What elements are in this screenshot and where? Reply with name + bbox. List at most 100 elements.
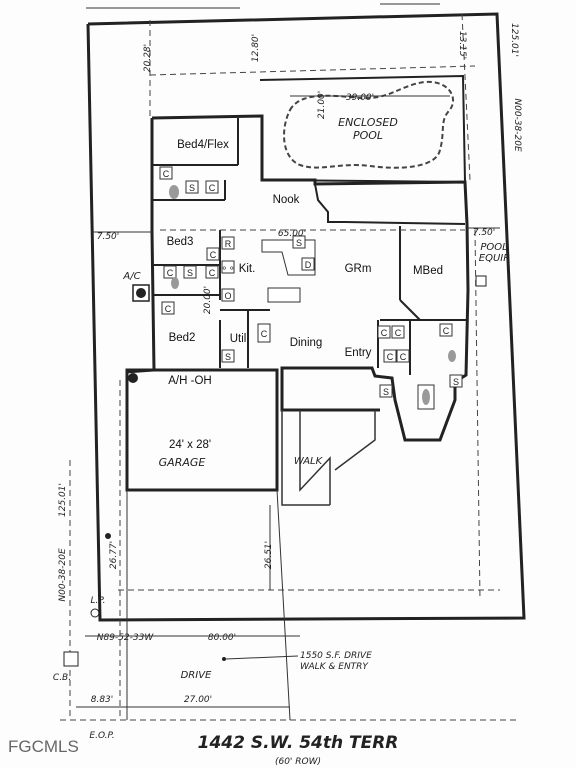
fixture-c-1-label: C <box>163 169 170 179</box>
dim-7-50-right: 7.50' <box>473 228 496 238</box>
dim-n89: N89-52-33W <box>97 633 155 643</box>
label-drive-note-2: WALK & ENTRY <box>300 662 369 672</box>
fixture-r-label: R <box>225 239 232 249</box>
dim-125-01-left: 125.01' <box>58 483 68 517</box>
garage-walls <box>125 368 279 492</box>
fixture-c-6-label: C <box>165 304 172 314</box>
note-pointer-dot <box>222 657 226 661</box>
pool-label-1: ENCLOSED <box>338 116 398 129</box>
ac-fan-icon <box>136 288 146 298</box>
room-util: Util <box>230 333 247 345</box>
lp-tank-icon <box>90 608 100 618</box>
wall-nook <box>314 183 466 225</box>
label-ah-oh: A/H -OH <box>168 375 211 387</box>
room-entry: Entry <box>345 347 372 359</box>
lot-boundary <box>86 12 526 622</box>
fixture-c-3 <box>206 247 220 261</box>
wall-mbed-door <box>399 299 421 321</box>
fixture-c-2 <box>205 180 219 194</box>
room-grm: GRm <box>345 263 372 275</box>
room-kit: Kit. <box>239 263 256 275</box>
fixture-s-m1-label: S <box>383 387 389 397</box>
fixture-c-1 <box>159 166 173 180</box>
fixture-c-m1 <box>377 325 391 339</box>
pool-shape <box>283 80 454 169</box>
room-dining: Dining <box>290 337 323 349</box>
fixture-d <box>301 257 315 271</box>
dim-20-28: 20.28' <box>143 44 153 72</box>
fixture-c-6 <box>161 301 175 315</box>
label-cb: C.B. <box>53 673 71 683</box>
dim-12-80: 12.80' <box>251 34 261 62</box>
dim-27-00: 27.00' <box>184 695 212 705</box>
fixture-c-3-label: C <box>210 250 217 260</box>
kitchen-island <box>267 287 301 303</box>
fixture-r <box>221 236 235 250</box>
drive-right <box>276 489 291 721</box>
pool-label-2: POOL <box>353 129 383 142</box>
fixture-c-4 <box>163 265 177 279</box>
dim-80-00: 80.00' <box>208 633 236 643</box>
fixture-group: C S C R C ⚬⚬ O C S C C C S S D C C <box>159 166 463 410</box>
dim-21-00: 21.00' <box>317 91 327 119</box>
dim-125-01-top: 125.01' <box>509 23 519 57</box>
fixture-c-util <box>257 323 271 343</box>
room-nook: Nook <box>273 194 300 206</box>
setback-top-right <box>461 13 471 181</box>
fixture-s-1-label: S <box>189 183 195 193</box>
tub-basin-icon <box>422 389 430 405</box>
room-bed3: Bed3 <box>167 236 194 248</box>
fixture-o <box>221 288 235 302</box>
cb-box-icon <box>63 651 79 667</box>
address-title: 1442 S.W. 54th TERR <box>198 733 399 753</box>
fixture-c-5 <box>205 265 219 279</box>
fixture-c-m5 <box>439 323 453 337</box>
fixture-c-m3 <box>383 349 397 363</box>
garage-size: 24' x 28' <box>169 439 211 451</box>
fixture-c-m4 <box>396 349 410 363</box>
label-drive: DRIVE <box>181 670 212 681</box>
fixture-s-m2 <box>449 374 463 388</box>
label-pool-equip-2: EQUIP <box>479 253 510 264</box>
fixture-s-2-label: S <box>187 268 193 278</box>
fixture-s-2 <box>183 265 197 279</box>
dim-n00-left: N00-38-20E <box>58 548 68 602</box>
fixture-d-label: D <box>305 260 312 270</box>
dim-8-83: 8.83' <box>91 695 114 705</box>
fixture-range-label: ⚬⚬ <box>220 263 235 273</box>
label-ac: A/C <box>122 271 140 282</box>
label-pool-equip-1: POOL <box>480 242 507 253</box>
fixture-c-util-label: C <box>261 329 268 339</box>
fixture-s-m2-label: S <box>453 377 459 387</box>
dim-26-51: 26.51' <box>264 541 274 569</box>
fixture-c-m3-label: C <box>387 352 394 362</box>
dim-20-00: 20.00' <box>203 286 213 314</box>
dim-7-50-left: 7.50' <box>97 232 120 242</box>
dim-26-77: 26.77' <box>109 541 119 569</box>
toilet-2-icon <box>171 277 179 289</box>
fixture-c-m5-label: C <box>443 326 450 336</box>
fixture-o-label: O <box>224 291 231 301</box>
label-lp: L.P. <box>91 596 106 606</box>
fixture-c-m2-label: C <box>395 328 402 338</box>
fixture-range <box>221 260 235 274</box>
fixture-c-2-label: C <box>209 183 216 193</box>
dim-n00-top: N00-38-20E <box>512 98 522 152</box>
fixture-s-kitchen <box>292 235 306 249</box>
survey-pin-icon <box>105 533 111 539</box>
fixture-s-kitchen-label: S <box>296 238 302 248</box>
fixture-s-util-label: S <box>225 352 231 362</box>
label-eop: E.O.P. <box>89 731 114 741</box>
dim-13-15: 13.15' <box>457 31 467 59</box>
label-walk: WALK <box>294 456 324 467</box>
toilet-1-icon <box>169 185 179 199</box>
fixture-c-4-label: C <box>167 268 174 278</box>
fixture-c-m2 <box>391 325 405 339</box>
pool-enclosure <box>259 74 467 184</box>
setback-right <box>474 229 481 601</box>
fixture-s-m1 <box>379 384 393 398</box>
fixture-c-5-label: C <box>209 268 216 278</box>
watermark: FGCMLS <box>8 737 79 756</box>
house-exterior <box>151 114 470 442</box>
